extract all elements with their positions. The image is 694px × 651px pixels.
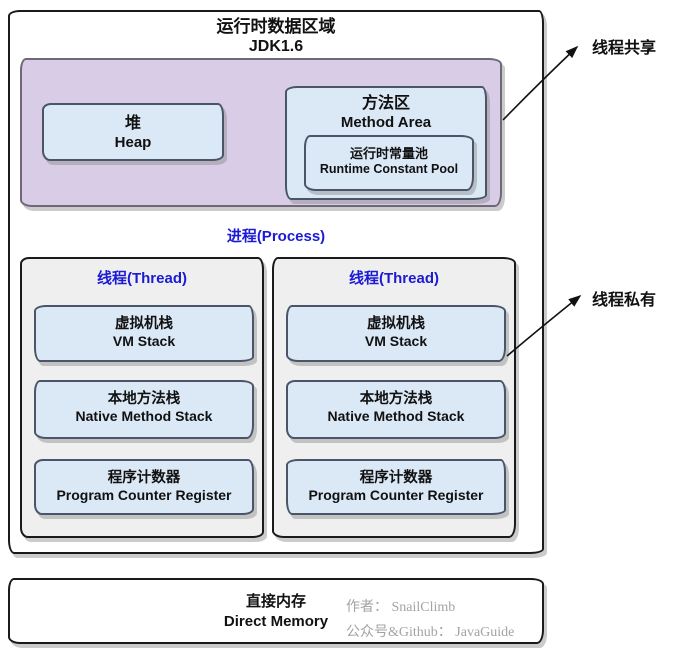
thread-1-box: 线程(Thread) 虚拟机栈 VM Stack 本地方法栈 Native Me… (20, 257, 264, 538)
runtime-data-area-box: 运行时数据区域 JDK1.6 堆 Heap 方法区 Method Area 运行… (8, 10, 544, 554)
vm-stack-label-en: VM Stack (112, 333, 176, 350)
thread-1-native-method-stack-box: 本地方法栈 Native Method Stack (34, 380, 254, 439)
method-area-box: 方法区 Method Area 运行时常量池 Runtime Constant … (285, 86, 487, 200)
native-method-stack-label-en: Native Method Stack (75, 408, 213, 425)
direct-memory-label-zh: 直接内存 (245, 593, 306, 610)
program-counter-label-zh: 程序计数器 (359, 470, 433, 486)
heap-label-en: Heap (114, 134, 152, 151)
thread-1-vm-stack-box: 虚拟机栈 VM Stack (34, 305, 254, 362)
watermark-author: 作者： SnailClimb (346, 600, 456, 615)
direct-memory-box: 直接内存 Direct Memory 作者： SnailClimb 公众号&Gi… (8, 578, 544, 644)
thread-private-annotation: 线程私有 (592, 292, 657, 309)
thread-2-native-method-stack-box: 本地方法栈 Native Method Stack (286, 380, 506, 439)
method-area-label-zh: 方法区 (361, 95, 410, 112)
thread-shared-region: 堆 Heap 方法区 Method Area 运行时常量池 Runtime Co… (20, 58, 502, 207)
diagram-title-line1: 运行时数据区域 (216, 17, 336, 36)
watermark-account: 公众号&Github： JavaGuide (346, 624, 515, 640)
native-method-stack-label-zh: 本地方法栈 (107, 391, 181, 407)
program-counter-label-en: Program Counter Register (308, 487, 484, 504)
heap-label-zh: 堆 (124, 115, 141, 132)
heap-box: 堆 Heap (42, 103, 224, 161)
direct-memory-label: 直接内存 Direct Memory (10, 592, 542, 633)
thread-2-label: 线程(Thread) (348, 270, 439, 287)
constant-pool-label-en: Runtime Constant Pool (319, 162, 459, 177)
program-counter-label-en: Program Counter Register (56, 487, 232, 504)
thread-1-label: 线程(Thread) (96, 270, 187, 287)
method-area-label-en: Method Area (340, 114, 432, 131)
runtime-constant-pool-box: 运行时常量池 Runtime Constant Pool (304, 135, 474, 191)
native-method-stack-label-en: Native Method Stack (327, 408, 465, 425)
thread-2-program-counter-box: 程序计数器 Program Counter Register (286, 459, 506, 515)
diagram-title-line2: JDK1.6 (248, 38, 304, 56)
thread-1-program-counter-box: 程序计数器 Program Counter Register (34, 459, 254, 515)
program-counter-label-zh: 程序计数器 (107, 470, 181, 486)
native-method-stack-label-zh: 本地方法栈 (359, 391, 433, 407)
vm-stack-label-en: VM Stack (364, 333, 428, 350)
watermark: 作者： SnailClimb 公众号&Github： JavaGuide (346, 596, 514, 645)
diagram-title: 运行时数据区域 JDK1.6 (10, 16, 542, 57)
direct-memory-label-en: Direct Memory (223, 613, 329, 631)
thread-2-box: 线程(Thread) 虚拟机栈 VM Stack 本地方法栈 Native Me… (272, 257, 516, 538)
thread-shared-annotation: 线程共享 (592, 40, 657, 57)
process-label: 进程(Process) (226, 228, 326, 245)
constant-pool-label-zh: 运行时常量池 (349, 146, 428, 161)
thread-2-vm-stack-box: 虚拟机栈 VM Stack (286, 305, 506, 362)
vm-stack-label-zh: 虚拟机栈 (115, 316, 173, 332)
vm-stack-label-zh: 虚拟机栈 (367, 316, 425, 332)
